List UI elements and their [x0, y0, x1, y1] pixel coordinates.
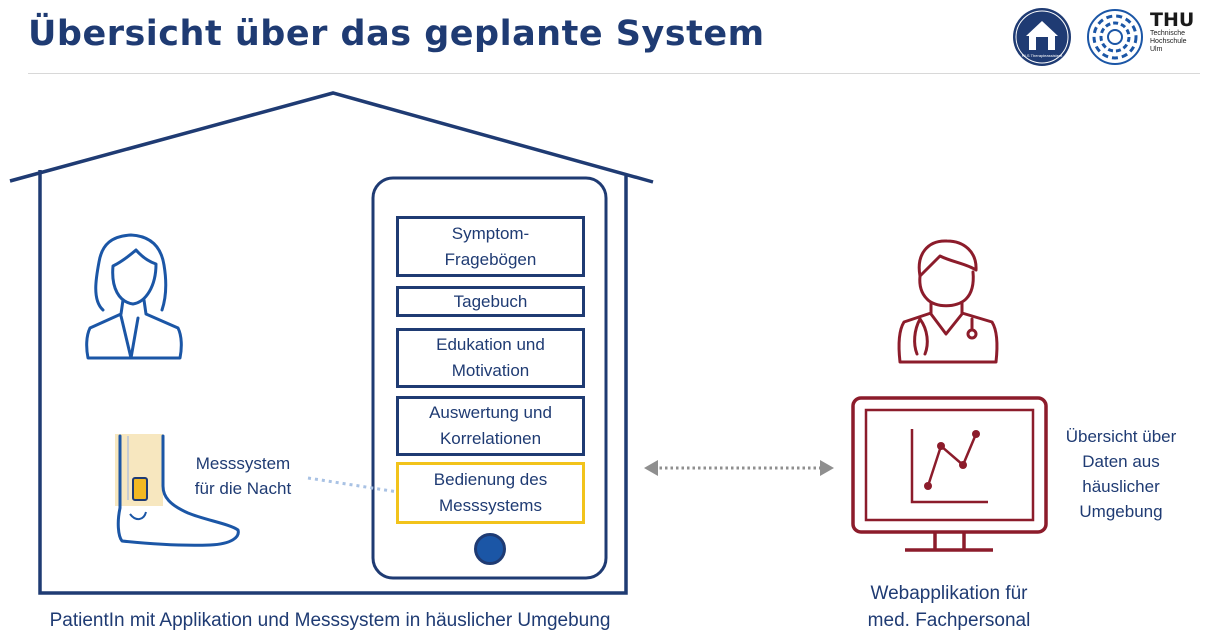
- module-label: Tagebuch: [453, 291, 528, 311]
- doctor-icon: [897, 239, 999, 364]
- thu-short: THU: [1150, 9, 1195, 31]
- monitor-caption: Übersicht über Daten aus häuslicher Umge…: [1065, 427, 1177, 521]
- thu-line-2: Hochschule: [1150, 38, 1187, 45]
- page-title: Übersicht über das geplante System: [28, 14, 765, 54]
- sensor-label: Messsystem für die Nacht: [194, 454, 292, 498]
- module-label: Symptom- Fragebögen: [444, 223, 537, 269]
- phone-home-button[interactable]: [474, 533, 506, 565]
- module-evaluation-correlations[interactable]: Auswertung und Korrelationen: [396, 396, 585, 456]
- rls-logo: RLS Therapieassistent: [1013, 8, 1071, 66]
- svg-text:RLS Therapieassistent: RLS Therapieassistent: [1022, 53, 1063, 58]
- logos: RLS Therapieassistent: [1013, 8, 1143, 66]
- thu-line-3: Ulm: [1150, 46, 1163, 53]
- sensor-connector-line: [307, 476, 399, 494]
- patient-caption: PatientIn mit Applikation und Messsystem…: [49, 610, 611, 631]
- module-label: Bedienung des Messsystems: [433, 470, 548, 515]
- module-symptom-questionnaires[interactable]: Symptom- Fragebögen: [396, 216, 585, 277]
- house-icon: [9, 91, 654, 595]
- monitor-chart-icon: [851, 396, 1048, 552]
- thu-wordmark: THU Technische Hochschule Ulm: [1150, 10, 1194, 54]
- module-label: Auswertung und Korrelationen: [429, 403, 552, 448]
- staff-caption: Webapplikation für med. Fachpersonal: [867, 583, 1031, 631]
- module-label: Edukation und Motivation: [436, 335, 545, 380]
- module-measurement-control[interactable]: Bedienung des Messsystems: [396, 462, 585, 524]
- title-divider: [28, 73, 1200, 74]
- foot-sensor-icon: [115, 434, 240, 547]
- smartphone-icon: [371, 176, 608, 580]
- bidirectional-arrow-icon: [644, 460, 834, 476]
- module-diary[interactable]: Tagebuch: [396, 286, 585, 317]
- thu-logo-swirl: [1087, 9, 1143, 65]
- module-education-motivation[interactable]: Edukation und Motivation: [396, 328, 585, 388]
- thu-line-1: Technische: [1150, 30, 1186, 37]
- patient-woman-icon: [85, 233, 183, 360]
